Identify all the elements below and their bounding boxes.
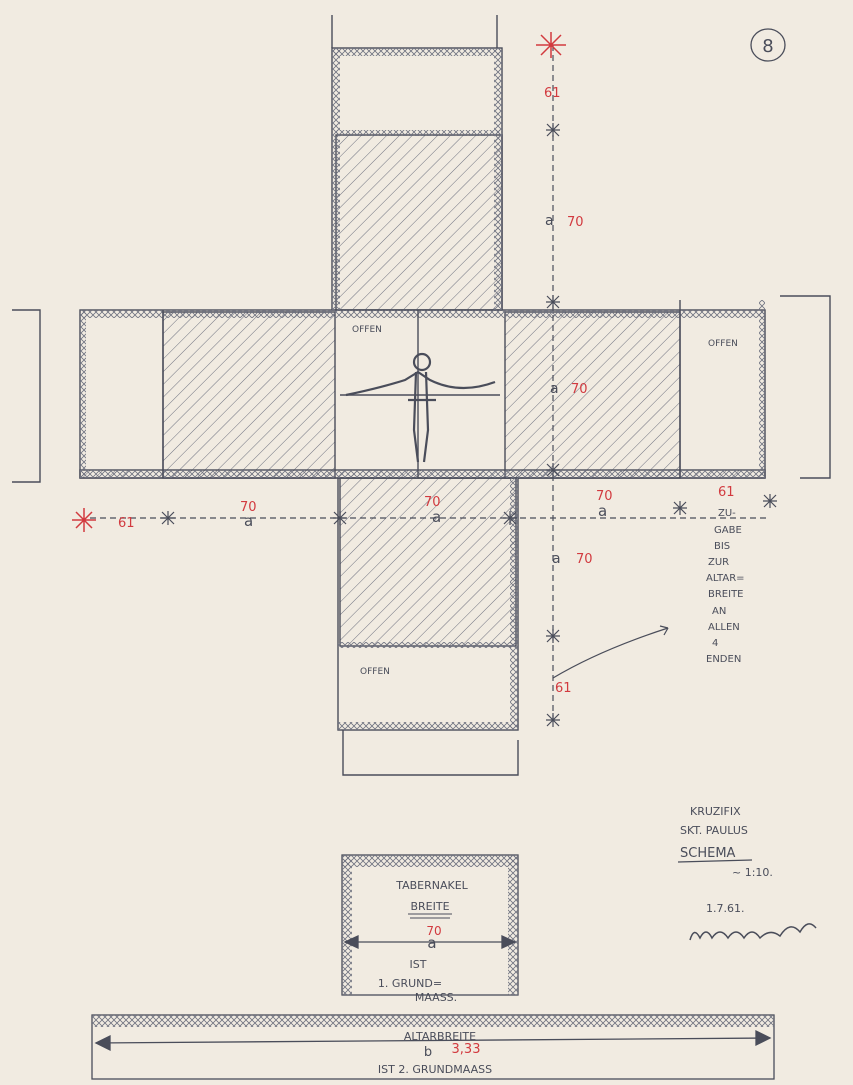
hatched-panel-right bbox=[504, 311, 681, 479]
note-line: AN bbox=[712, 606, 726, 617]
note-line: ZUR bbox=[708, 557, 729, 568]
cross-drawing bbox=[12, 15, 831, 776]
title-scale: ~ 1:10. bbox=[732, 866, 773, 879]
dim-bottom-end: 61 bbox=[555, 681, 572, 696]
altar-sketch bbox=[91, 1014, 775, 1080]
tabernacle-line-2: 1. GRUND= bbox=[378, 977, 442, 990]
note-line: GABE bbox=[714, 525, 742, 536]
title-line-3: SCHEMA bbox=[680, 846, 736, 861]
dim-right-arm: 70 bbox=[596, 489, 613, 504]
dim-bottom-arm: 70 bbox=[576, 552, 593, 567]
offen-label-bottom: OFFEN bbox=[360, 667, 390, 677]
altar-value: 3,33 bbox=[452, 1042, 481, 1057]
offen-label-center: OFFEN bbox=[352, 325, 382, 335]
signature-icon bbox=[689, 923, 817, 941]
horizontal-dimension-line bbox=[90, 494, 777, 525]
title-block: KRUZIFIX SKT. PAULUS SCHEMA ~ 1:10. 1.7.… bbox=[677, 805, 817, 941]
dim-left-end: 61 bbox=[118, 516, 135, 531]
hatched-panel-left bbox=[162, 311, 336, 479]
offen-label-right: OFFEN bbox=[708, 339, 738, 349]
note-line: ZU- bbox=[718, 508, 736, 519]
tabernacle-line-1: IST bbox=[410, 958, 427, 971]
vertical-dimension-line bbox=[546, 45, 560, 727]
dim-top-end: 61 bbox=[544, 86, 561, 101]
note-arrow-icon bbox=[552, 627, 669, 679]
page-number-text: 8 bbox=[762, 36, 773, 57]
note-line: BREITE bbox=[708, 589, 744, 600]
tabernacle-title: TABERNAKEL bbox=[395, 879, 468, 892]
dim-top-arm-symbol: a bbox=[545, 213, 554, 229]
dim-center-symbol: a bbox=[550, 381, 559, 397]
left-end-marker-icon bbox=[72, 508, 96, 532]
tabernacle-sketch bbox=[341, 854, 519, 996]
dim-left-arm-symbol: a bbox=[244, 512, 253, 530]
note-line: 4 bbox=[712, 638, 718, 649]
dim-top-arm: 70 bbox=[567, 215, 584, 230]
dim-center-h-symbol: a bbox=[432, 508, 441, 526]
dim-right-arm-symbol: a bbox=[598, 502, 607, 520]
title-line-2: SKT. PAULUS bbox=[680, 824, 748, 837]
tabernacle-symbol: a bbox=[427, 934, 436, 952]
dim-right-end: 61 bbox=[718, 485, 735, 500]
tabernacle-line-3: MAASS. bbox=[415, 991, 457, 1004]
altar-line-2: IST 2. GRUNDMAASS bbox=[378, 1063, 492, 1076]
title-date: 1.7.61. bbox=[706, 902, 744, 915]
extension-note: ZU- GABE BIS ZUR ALTAR= BREITE AN ALLEN … bbox=[706, 508, 745, 665]
note-line: ALLEN bbox=[708, 622, 740, 633]
dim-left-arm: 70 bbox=[240, 500, 257, 515]
tabernacle-subtitle: BREITE bbox=[410, 900, 449, 913]
note-line: ALTAR= bbox=[706, 573, 745, 584]
corpus-figure-icon bbox=[345, 352, 496, 463]
dim-bottom-arm-symbol: a bbox=[552, 551, 561, 567]
note-line: BIS bbox=[714, 541, 730, 552]
top-end-marker-icon bbox=[536, 32, 566, 58]
page-number: 8 bbox=[750, 28, 786, 62]
dim-center-h: 70 bbox=[424, 495, 441, 510]
note-line: ENDEN bbox=[706, 654, 741, 665]
dim-center: 70 bbox=[571, 382, 588, 397]
tabernacle-value: 70 bbox=[426, 924, 441, 938]
title-line-1: KRUZIFIX bbox=[690, 805, 741, 818]
altar-symbol: b bbox=[424, 1045, 432, 1060]
hatched-panel-top bbox=[335, 134, 503, 311]
altar-title: ALTARBREITE bbox=[404, 1030, 476, 1043]
